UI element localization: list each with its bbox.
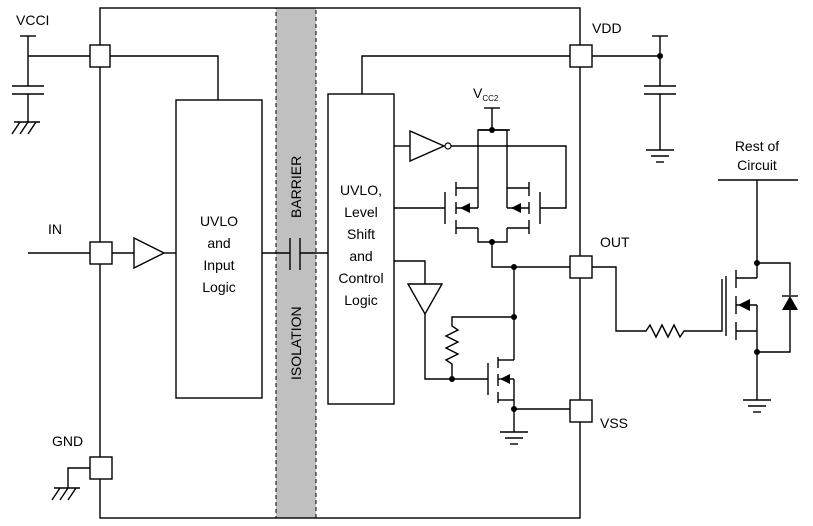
inverter-triangle xyxy=(409,129,446,163)
output-logic-line-4: and xyxy=(349,248,372,264)
external-gate-resistor xyxy=(592,266,723,339)
input-logic-line-1: UVLO xyxy=(200,213,238,229)
out-pin-label: OUT xyxy=(600,234,630,250)
input-logic-line-3: Input xyxy=(203,257,234,273)
output-logic-line-1: UVLO, xyxy=(340,182,382,198)
rest-of-circuit-line-2: Circuit xyxy=(737,157,777,173)
pmos-pair xyxy=(394,129,541,245)
vss-pin-label: VSS xyxy=(600,415,628,431)
inverter-bubble xyxy=(444,142,452,150)
in-pin-label: IN xyxy=(48,221,62,237)
output-logic-line-2: Level xyxy=(344,204,377,220)
internal-ground-symbol xyxy=(500,409,528,445)
vcci-supply-network xyxy=(11,35,100,135)
vdd-pin xyxy=(569,44,593,68)
isolation-capacitor xyxy=(262,238,328,270)
vcci-pin xyxy=(89,44,111,68)
out-pin xyxy=(569,255,593,279)
gate-resistor xyxy=(444,267,517,379)
input-logic-line-4: Logic xyxy=(202,279,235,295)
input-buffer-triangle xyxy=(133,236,166,270)
input-logic-line-2: and xyxy=(207,235,230,251)
output-logic-line-3: Shift xyxy=(347,226,375,242)
power-mosfet xyxy=(725,180,798,413)
gnd-ground-symbol xyxy=(51,467,90,501)
isolation-barrier xyxy=(275,7,317,519)
in-pin xyxy=(89,241,113,265)
barrier-label: BARRIER xyxy=(288,156,304,218)
vdd-pin-label: VDD xyxy=(592,20,622,36)
vcci-pin-label: VCCI xyxy=(16,12,49,28)
pulldown-buffer-triangle xyxy=(406,283,444,316)
vss-pin xyxy=(569,399,593,423)
rest-of-circuit-line-1: Rest of xyxy=(735,138,779,154)
input-logic-block xyxy=(175,99,263,399)
gnd-pin-label: GND xyxy=(52,433,83,449)
output-logic-block xyxy=(327,93,395,405)
vdd-decoupling-capacitor xyxy=(592,35,676,163)
vcc2-label: VCC2 xyxy=(473,85,499,103)
output-logic-line-6: Logic xyxy=(344,292,377,308)
nmos-pulldown xyxy=(487,357,570,412)
gnd-pin xyxy=(89,456,113,480)
package-outline xyxy=(99,7,581,519)
isolation-label: ISOLATION xyxy=(288,306,304,380)
output-logic-line-5: Control xyxy=(338,270,383,286)
